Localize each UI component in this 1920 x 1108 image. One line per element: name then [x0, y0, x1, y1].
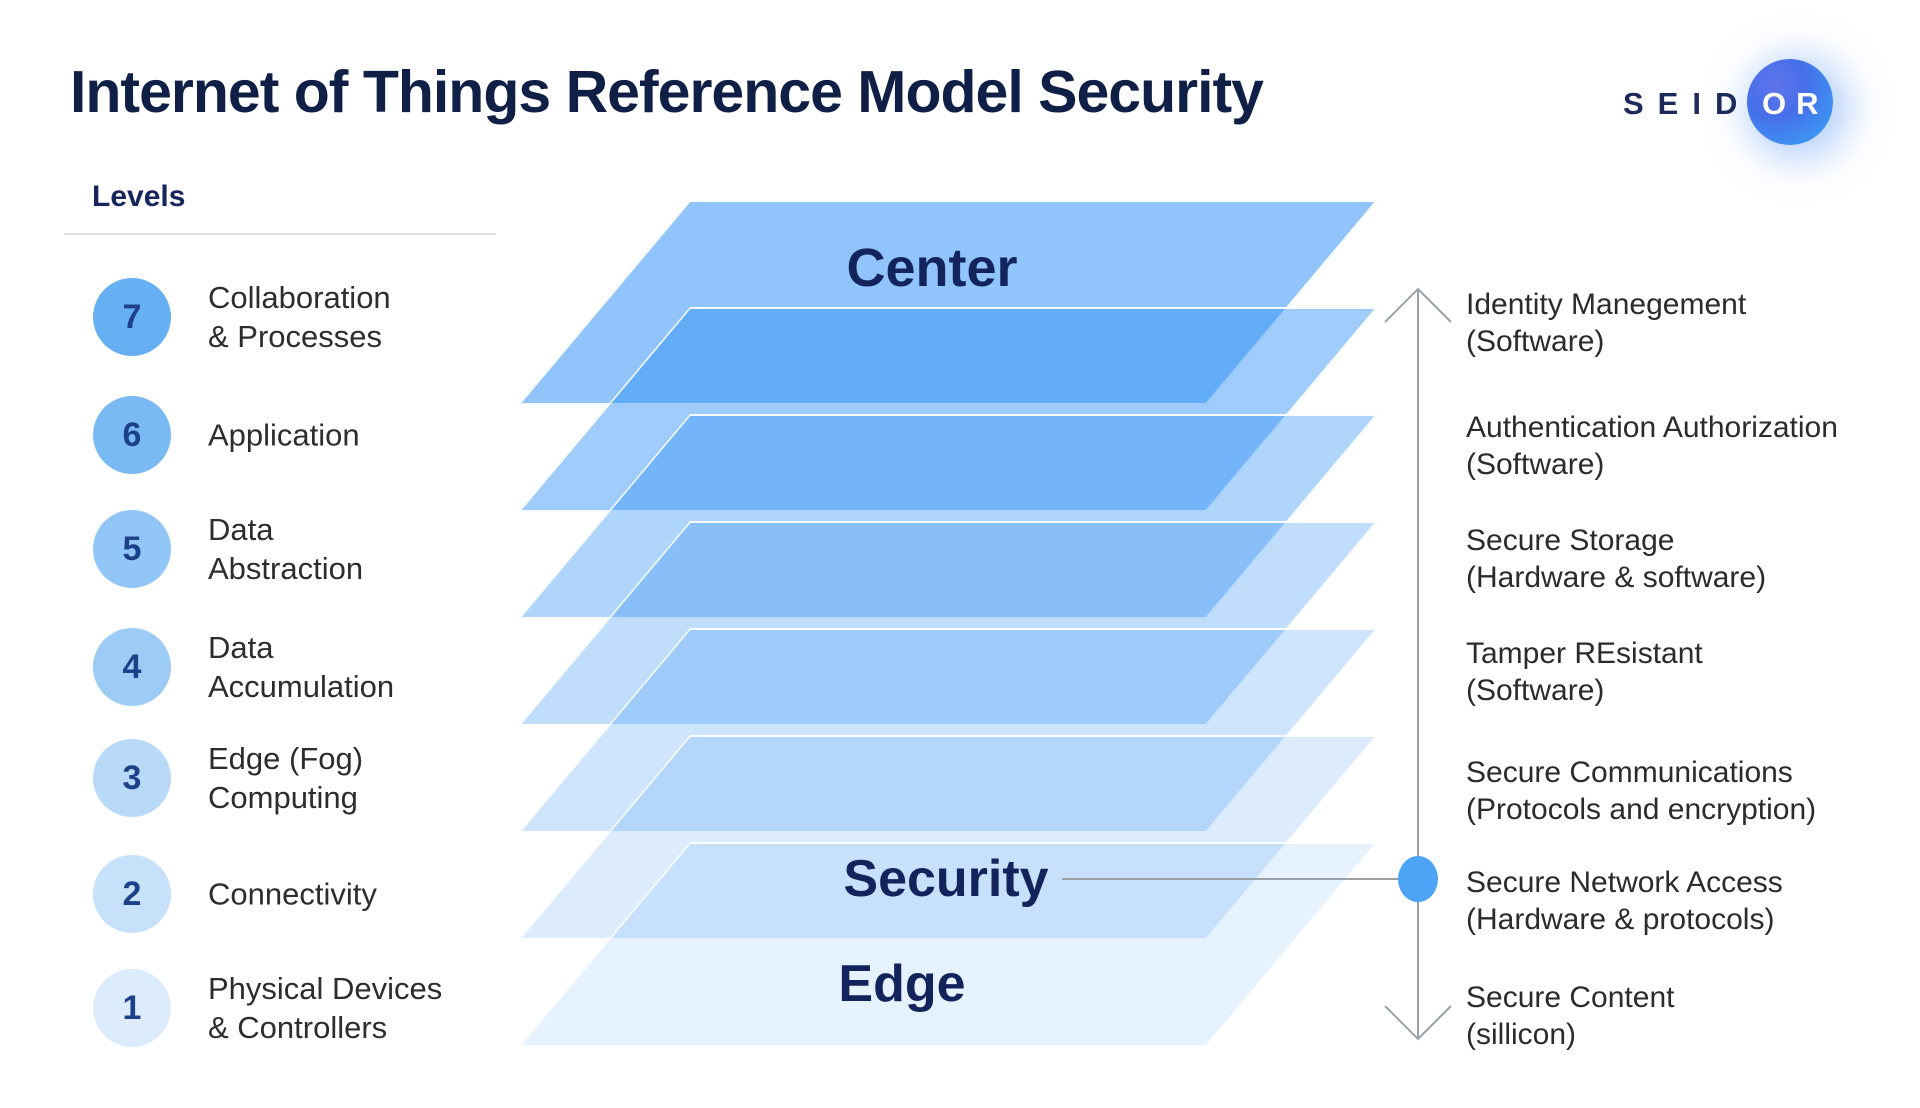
level-number: 6: [122, 415, 142, 454]
level-number: 5: [122, 529, 142, 568]
arrow-down-icon: [1384, 1005, 1452, 1041]
security-connector-line: [1062, 878, 1398, 880]
level-2-badge: 2: [93, 855, 171, 933]
level-5-badge: 5: [93, 510, 171, 588]
level-label: Data Abstraction: [208, 512, 364, 586]
arrow-up-icon: [1384, 287, 1452, 323]
level-7-badge: 7: [93, 278, 171, 356]
level-label: Collaboration & Processes: [208, 280, 391, 354]
security-axis-arrow: [1384, 287, 1452, 1041]
levels-heading: Levels: [92, 180, 186, 213]
security-label-tamper-resistant: Tamper REsistant (Software): [1466, 637, 1703, 707]
level-number: 2: [122, 874, 142, 913]
stack-label-edge: Edge: [838, 955, 966, 1013]
security-dot-icon: [1398, 856, 1438, 902]
level-4-badge: 4: [93, 628, 171, 706]
level-1-badge: 1: [93, 969, 171, 1047]
security-label-secure-content: Secure Content (sillicon): [1466, 981, 1675, 1051]
logo-text-dark: SEID: [1623, 86, 1752, 121]
level-label: Connectivity: [208, 876, 377, 912]
stack-label-security: Security: [843, 850, 1049, 908]
page-title: Internet of Things Reference Model Secur…: [70, 59, 1264, 125]
level-number: 1: [122, 988, 142, 1027]
level-number: 3: [122, 758, 142, 797]
logo-text-light: OR: [1762, 86, 1829, 121]
level-label: Application: [208, 417, 360, 453]
security-label-secure-storage: Secure Storage (Hardware & software): [1466, 524, 1767, 594]
level-label: Physical Devices & Controllers: [208, 971, 443, 1045]
security-label-secure-network-access: Secure Network Access (Hardware & protoc…: [1466, 866, 1783, 936]
seidor-logo: SEID OR: [1600, 40, 1900, 170]
logo-circle-icon: [1747, 59, 1833, 145]
security-label-authentication-authorization: Authentication Authorization (Software): [1466, 411, 1838, 481]
level-label: Data Accumulation: [208, 630, 395, 704]
stack-label-center: Center: [846, 238, 1018, 298]
level-number: 4: [122, 647, 142, 686]
level-3-badge: 3: [93, 739, 171, 817]
security-label-secure-communications: Secure Communications (Protocols and enc…: [1466, 756, 1817, 826]
levels-divider: [64, 233, 496, 235]
level-6-badge: 6: [93, 396, 171, 474]
security-label-identity-management: Identity Manegement (Software): [1466, 288, 1747, 358]
level-number: 7: [122, 297, 142, 336]
level-label: Edge (Fog) Computing: [208, 741, 364, 815]
